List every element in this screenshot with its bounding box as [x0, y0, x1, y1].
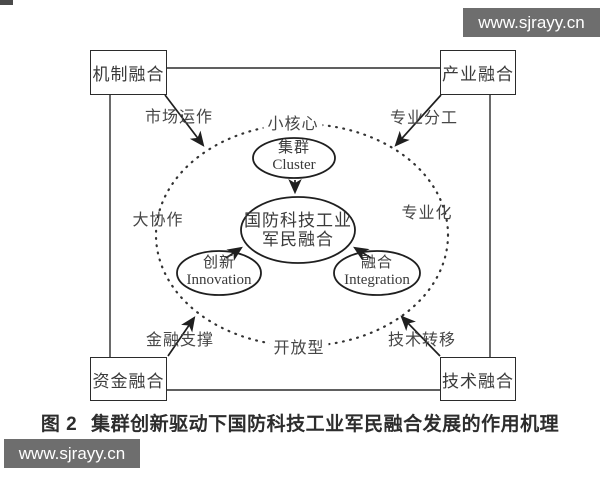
node-ellipse-integration [333, 250, 421, 296]
arrow-industry-to-circle [394, 94, 442, 147]
label-small-core: 小核心 [263, 109, 323, 135]
node-cluster-zh: 集群 [277, 140, 310, 157]
arrow-integration-to-center [353, 246, 372, 261]
node-innovation-zh: 创新 [202, 255, 235, 272]
figure-caption-number: 图 2 [40, 414, 78, 435]
figure-caption-text: 集群创新驱动下国防科技工业军民融合发展的作用机理 [91, 414, 560, 435]
node-innovation: 创新 Innovation [187, 255, 252, 289]
node-cluster-en: Cluster [272, 157, 316, 173]
node-center-line2: 军民融合 [262, 230, 334, 249]
label-great-collaboration: 大协作 [132, 212, 184, 229]
node-center-line1: 国防科技工业 [244, 210, 352, 230]
scan-artifact [0, 0, 13, 5]
label-market-operation: 市场运作 [144, 109, 214, 126]
watermark-bottom: www.sjrayy.cn [4, 439, 140, 468]
node-ellipse-innovation [176, 250, 262, 296]
label-specialization: 专业化 [401, 205, 453, 222]
figure-caption: 图 2 集群创新驱动下国防科技工业军民融合发展的作用机理 [0, 409, 600, 436]
watermark-top: www.sjrayy.cn [463, 8, 600, 37]
node-integration: 融合 Integration [344, 255, 410, 289]
box-technology-fusion: 技术融合 [440, 357, 516, 401]
label-professional-division: 专业分工 [389, 110, 459, 127]
node-cluster: 集群 Cluster [272, 140, 315, 174]
dotted-circle [154, 122, 450, 348]
node-integration-en: Integration [344, 272, 410, 288]
box-industry-fusion: 产业融合 [440, 50, 516, 95]
arrow-technology-to-circle [400, 315, 441, 357]
arrow-capital-to-circle [167, 316, 196, 357]
arrow-mechanism-to-circle [164, 94, 205, 147]
node-center: 国防科技工业 军民融合 [244, 211, 352, 249]
box-capital-fusion: 资金融合 [90, 357, 167, 401]
arrow-innovation-to-center [225, 246, 243, 261]
node-ellipse-cluster [252, 137, 336, 179]
box-mechanism-fusion: 机制融合 [90, 50, 167, 95]
label-technology-transfer: 技术转移 [387, 332, 457, 349]
node-integration-zh: 融合 [360, 255, 393, 272]
node-innovation-en: Innovation [186, 272, 252, 288]
node-ellipse-center [240, 196, 356, 264]
label-open-type: 开放型 [269, 333, 329, 359]
label-financial-support: 金融支撑 [145, 332, 215, 349]
